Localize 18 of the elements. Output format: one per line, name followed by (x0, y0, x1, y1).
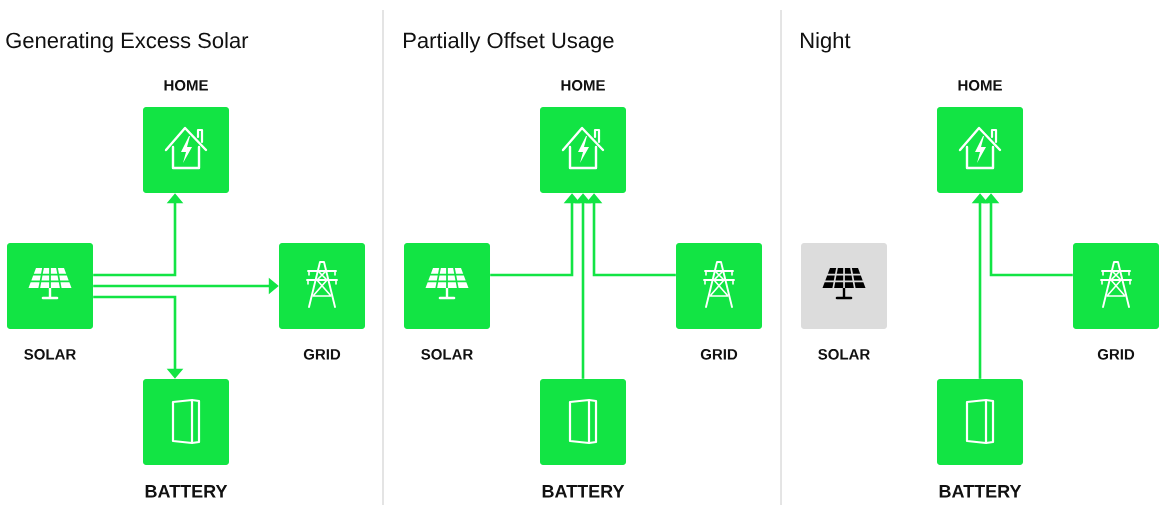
arrow (93, 295, 184, 379)
node-label: BATTERY (542, 485, 625, 498)
panel-title: Night (801, 32, 851, 53)
node-label: HOME (561, 80, 605, 91)
panel-title: Generating Excess Solar (6, 32, 249, 53)
node-label: BATTERY (145, 485, 228, 498)
node-label: HOME (164, 80, 208, 91)
node-label: HOME (958, 80, 1002, 91)
node-label: SOLAR (421, 349, 473, 360)
panel-title: Partially Offset Usage (404, 32, 614, 53)
node-label: GRID (1097, 349, 1135, 360)
node-label: GRID (700, 349, 738, 360)
arrow (585, 193, 676, 277)
node-label: SOLAR (818, 349, 870, 360)
node-label: BATTERY (939, 485, 1022, 498)
node-label: SOLAR (24, 349, 76, 360)
node-label: GRID (303, 349, 341, 360)
arrow (982, 193, 1073, 277)
